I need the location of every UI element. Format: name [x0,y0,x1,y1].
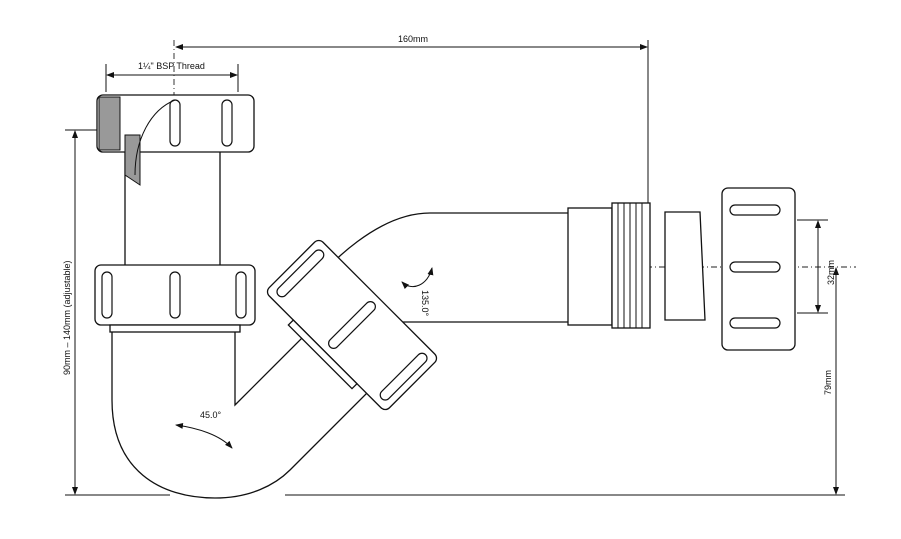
washer [664,211,706,321]
outlet-collar [567,207,613,326]
label-32mm: 32mm [826,260,836,285]
dimension-thread: 1¼" BSP Thread [105,61,239,92]
label-79mm: 79mm [823,370,833,395]
top-nut [96,94,255,186]
dimension-160mm: 160mm [175,34,649,205]
outlet-nut [721,187,796,351]
upper-pipe [124,149,221,269]
label-thread: 1¼" BSP Thread [138,61,205,71]
label-160mm: 160mm [398,34,428,44]
angled-nut [266,239,438,411]
label-height: 90mm – 140mm (adjustable) [62,260,72,375]
dimension-79mm: 79mm [823,267,839,495]
lower-nut [94,264,256,333]
outlet-thread [611,202,651,329]
u-bend [111,319,381,499]
angle-45: 45.0° [175,410,233,449]
dimension-height: 90mm – 140mm (adjustable) [62,129,845,496]
label-angle-45: 45.0° [200,410,222,420]
dimension-32mm: 32mm [797,219,836,314]
angle-135: 135.0° [401,267,434,317]
label-angle-135: 135.0° [420,290,430,317]
